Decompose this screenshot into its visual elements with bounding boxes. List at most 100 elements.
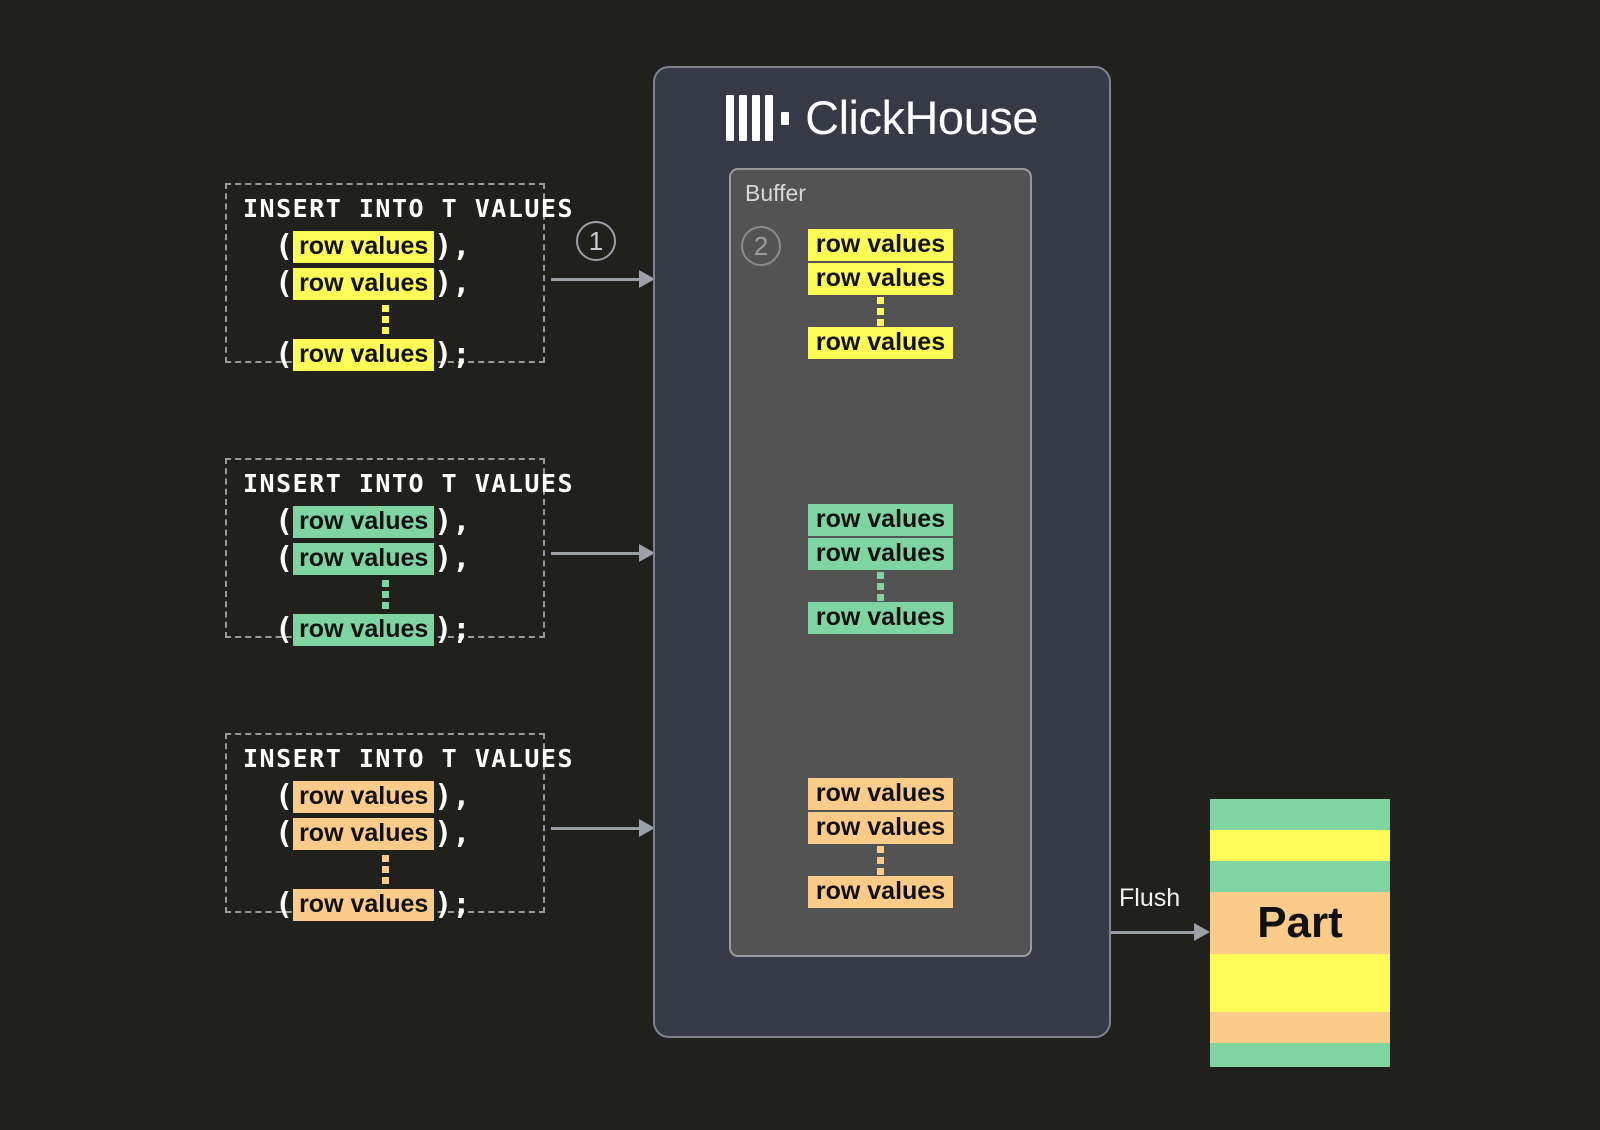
insert-header-yellow: INSERT INTO T VALUES (243, 194, 575, 223)
insert-statement-block-yellow: INSERT INTO T VALUES ( row values ), ( r… (225, 183, 575, 371)
arrow-shaft (1033, 930, 1194, 934)
vertical-ellipsis-icon (731, 571, 1030, 601)
row-values-chip: row values (807, 327, 954, 359)
close-paren: ); (434, 887, 471, 922)
vertical-ellipsis-icon (275, 853, 495, 887)
buffer-row: row values (731, 875, 1030, 909)
buffer-row: row values (731, 228, 1030, 262)
logo-bar (726, 94, 735, 141)
logo-bar (752, 94, 761, 141)
buffer-panel: Buffer row values row values row values … (729, 168, 1032, 957)
arrow-head-icon (639, 819, 655, 837)
open-paren: ( (275, 816, 294, 851)
close-paren: ); (434, 337, 471, 372)
part-label: Part (1257, 898, 1343, 947)
close-paren: ), (434, 816, 471, 851)
part-stripe-green (1210, 861, 1390, 892)
clickhouse-brand: ClickHouse (655, 94, 1109, 141)
open-paren: ( (275, 779, 294, 814)
part-stripe-green (1210, 799, 1390, 830)
buffer-group-yellow: row values row values row values (731, 228, 1030, 360)
row-values-chip: row values (807, 778, 954, 810)
buffer-label: Buffer (745, 180, 806, 206)
arrow-head-icon (1194, 923, 1210, 941)
buffer-row: row values (731, 811, 1030, 845)
logo-dot (781, 111, 790, 125)
buffer-row: row values (731, 262, 1030, 296)
row-values-chip: row values (293, 818, 435, 850)
insert-row: ( row values ), (275, 504, 531, 541)
clickhouse-title: ClickHouse (805, 91, 1038, 144)
step-badge-2: 2 (741, 226, 781, 266)
part-stripe-yellow (1210, 830, 1390, 861)
buffer-group-orange: row values row values row values (731, 777, 1030, 909)
open-paren: ( (275, 541, 294, 576)
insert-statement-block-green: INSERT INTO T VALUES ( row values ), ( r… (225, 458, 575, 646)
open-paren: ( (275, 504, 294, 539)
arrow-flush-to-part (1033, 923, 1210, 941)
vertical-ellipsis-icon (275, 303, 495, 337)
logo-bar (765, 94, 774, 141)
close-paren: ), (434, 504, 471, 539)
buffer-group-green: row values row values row values (731, 503, 1030, 635)
row-values-chip: row values (293, 781, 435, 813)
open-paren: ( (275, 337, 294, 372)
buffer-row: row values (731, 777, 1030, 811)
close-paren: ), (434, 779, 471, 814)
open-paren: ( (275, 229, 294, 264)
arrow-shaft (551, 551, 639, 555)
close-paren: ), (434, 229, 471, 264)
close-paren: ), (434, 541, 471, 576)
row-values-chip: row values (807, 229, 954, 261)
insert-row: ( row values ), (275, 816, 531, 853)
insert-row: ( row values ); (275, 337, 531, 374)
row-values-chip: row values (807, 538, 954, 570)
row-values-chip: row values (293, 268, 435, 300)
arrow-head-icon (639, 270, 655, 288)
open-paren: ( (275, 887, 294, 922)
clickhouse-logo-icon (726, 94, 790, 141)
row-values-chip: row values (807, 876, 954, 908)
arrow-shaft (551, 826, 639, 830)
insert-row: ( row values ); (275, 887, 531, 924)
row-values-chip: row values (293, 614, 435, 646)
vertical-ellipsis-icon (731, 845, 1030, 875)
open-paren: ( (275, 612, 294, 647)
vertical-ellipsis-icon (275, 578, 495, 612)
insert-statement-block-orange: INSERT INTO T VALUES ( row values ), ( r… (225, 733, 575, 921)
insert-header-orange: INSERT INTO T VALUES (243, 744, 575, 773)
insert-row: ( row values ), (275, 229, 531, 266)
flush-label: Flush (1119, 884, 1181, 912)
arrow-head-icon (639, 544, 655, 562)
insert-row: ( row values ); (275, 612, 531, 649)
buffer-row: row values (731, 326, 1030, 360)
arrow-insert-3-to-clickhouse (551, 819, 655, 837)
insert-header-green: INSERT INTO T VALUES (243, 469, 575, 498)
row-values-chip: row values (293, 889, 435, 921)
arrow-insert-1-to-clickhouse (551, 270, 655, 288)
row-values-chip: row values (293, 231, 435, 263)
arrow-shaft (551, 277, 639, 281)
part-stripe-green (1210, 1043, 1390, 1067)
arrow-insert-2-to-clickhouse (551, 544, 655, 562)
logo-bar (739, 94, 748, 141)
row-values-chip: row values (293, 506, 435, 538)
insert-row: ( row values ), (275, 541, 531, 578)
vertical-ellipsis-icon (731, 296, 1030, 326)
buffer-row: row values (731, 537, 1030, 571)
row-values-chip: row values (807, 812, 954, 844)
part-stripe-orange (1210, 1012, 1390, 1043)
insert-row: ( row values ), (275, 779, 531, 816)
part-stripe-orange: Part (1210, 892, 1390, 954)
close-paren: ); (434, 612, 471, 647)
row-values-chip: row values (807, 602, 954, 634)
step-badge-1: 1 (576, 221, 616, 261)
row-values-chip: row values (293, 543, 435, 575)
row-values-chip: row values (293, 339, 435, 371)
row-values-chip: row values (807, 263, 954, 295)
buffer-row: row values (731, 601, 1030, 635)
buffer-row: row values (731, 503, 1030, 537)
open-paren: ( (275, 266, 294, 301)
close-paren: ), (434, 266, 471, 301)
